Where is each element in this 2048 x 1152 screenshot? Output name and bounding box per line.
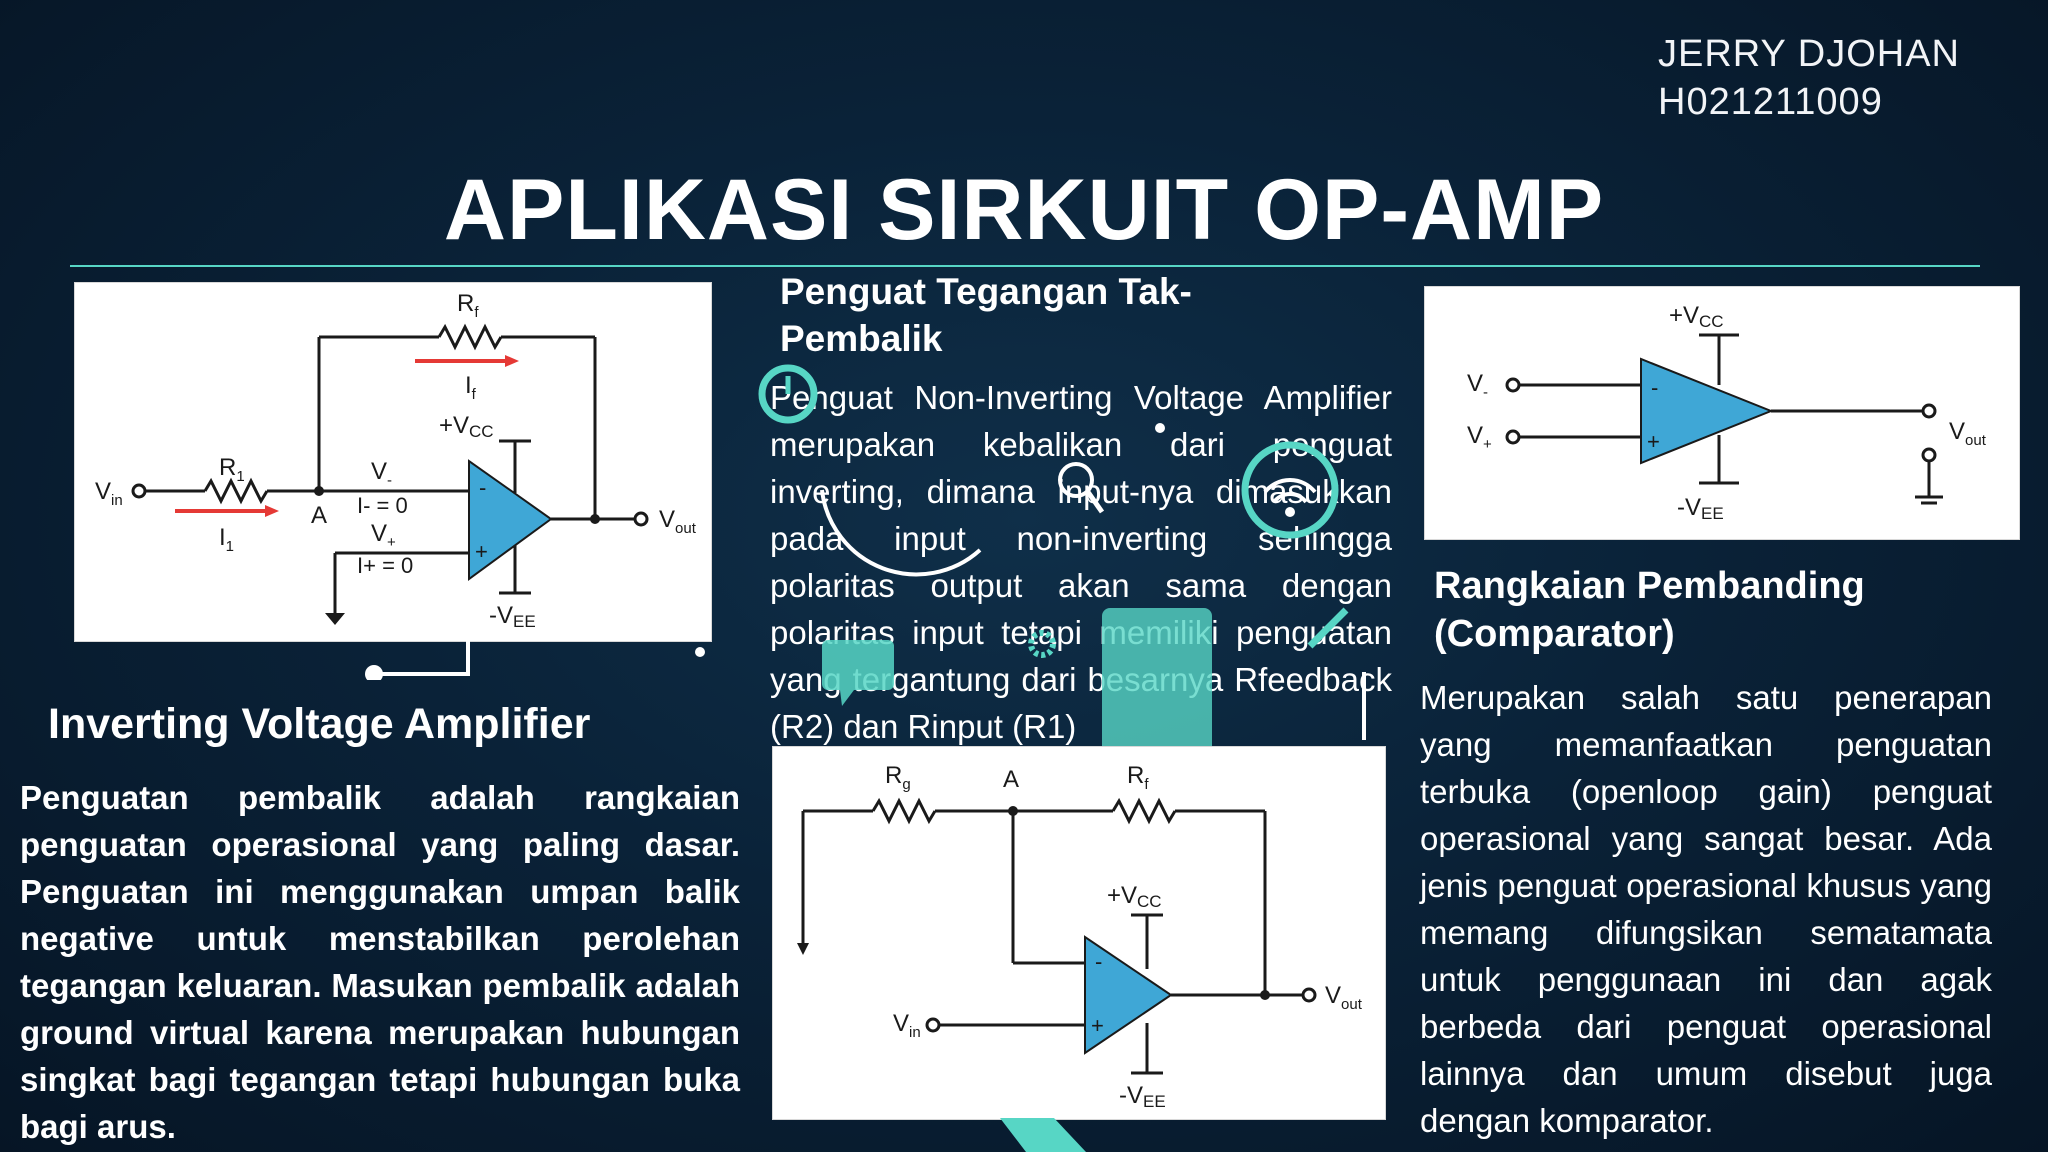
label-vplus: V+ bbox=[371, 520, 396, 551]
label-rf: Rf bbox=[1127, 762, 1149, 793]
svg-text:+: + bbox=[1647, 429, 1660, 454]
svg-text:+: + bbox=[475, 539, 488, 564]
author-block: JERRY DJOHAN H021211009 bbox=[1658, 30, 1960, 126]
inverting-circuit-diagram: - + Rf If +VCC R1 Vin I1 A V- I- = 0 V+ … bbox=[95, 290, 697, 631]
label-vin: Vin bbox=[893, 1010, 921, 1041]
label-vin: Vin bbox=[95, 478, 123, 509]
svg-text:+: + bbox=[1091, 1013, 1104, 1038]
label-vcc: +VCC bbox=[1669, 302, 1724, 331]
label-i1: I1 bbox=[219, 524, 234, 555]
label-rf: Rf bbox=[457, 290, 479, 321]
author-name: JERRY DJOHAN bbox=[1658, 33, 1960, 75]
svg-text:-: - bbox=[479, 475, 486, 500]
label-node-a: A bbox=[311, 502, 327, 529]
noninverting-heading-line1: Penguat Tegangan Tak- bbox=[780, 271, 1192, 312]
comparator-heading-line2: (Comparator) bbox=[1434, 613, 1675, 655]
label-vout: Vout bbox=[1949, 418, 1987, 449]
label-vee: -VEE bbox=[1677, 494, 1724, 523]
label-vcc: +VCC bbox=[439, 412, 494, 441]
inverting-body: Penguatan pembalik adalah rangkaian peng… bbox=[20, 779, 740, 1145]
label-node-a: A bbox=[1003, 766, 1019, 793]
label-vplus: V+ bbox=[1467, 422, 1492, 453]
label-vminus: V- bbox=[1467, 370, 1488, 401]
label-vee: -VEE bbox=[1119, 1082, 1166, 1111]
comparator-circuit-diagram: - + +VCC V- V+ -VEE Vout bbox=[1467, 302, 1987, 523]
slide-title: APLIKASI SIRKUIT OP-AMP bbox=[443, 162, 1605, 258]
svg-text:-: - bbox=[1095, 949, 1102, 974]
comparator-heading: Rangkaian Pembanding (Comparator) bbox=[1434, 562, 1865, 658]
connector-icon bbox=[365, 640, 705, 680]
author-id: H021211009 bbox=[1658, 81, 1883, 123]
label-vee: -VEE bbox=[489, 602, 536, 631]
noninverting-circuit-diagram: - + Rg A Rf +VCC Vin -VEE Vout bbox=[797, 762, 1363, 1111]
decorative-teal-shape bbox=[1000, 1118, 1086, 1152]
label-rg: Rg bbox=[885, 762, 911, 793]
inverting-circuit-panel: - + Rf If +VCC R1 Vin I1 A V- I- = 0 V+ … bbox=[74, 282, 712, 642]
noninverting-heading: Penguat Tegangan Tak- Pembalik bbox=[780, 268, 1192, 362]
svg-text:-: - bbox=[1651, 375, 1658, 400]
label-vout: Vout bbox=[659, 506, 697, 537]
noninverting-circuit-panel: - + Rg A Rf +VCC Vin -VEE Vout bbox=[772, 746, 1386, 1120]
comparator-body: Merupakan salah satu penerapan yang mema… bbox=[1420, 679, 1992, 1139]
noninverting-heading-line2: Pembalik bbox=[780, 318, 943, 359]
label-r1: R1 bbox=[219, 454, 245, 485]
label-vminus: V- bbox=[371, 458, 392, 489]
comparator-circuit-panel: - + +VCC V- V+ -VEE Vout bbox=[1424, 286, 2020, 540]
label-if: If bbox=[465, 372, 477, 403]
label-iminus: I- = 0 bbox=[357, 493, 408, 518]
label-vcc: +VCC bbox=[1107, 882, 1162, 911]
title-underline bbox=[70, 265, 1980, 267]
label-iplus: I+ = 0 bbox=[357, 553, 413, 578]
inverting-heading: Inverting Voltage Amplifier bbox=[48, 700, 591, 748]
comparator-heading-line1: Rangkaian Pembanding bbox=[1434, 565, 1865, 607]
label-vout: Vout bbox=[1325, 982, 1363, 1013]
noninverting-body: Penguat Non-Inverting Voltage Amplifier … bbox=[770, 379, 1392, 745]
